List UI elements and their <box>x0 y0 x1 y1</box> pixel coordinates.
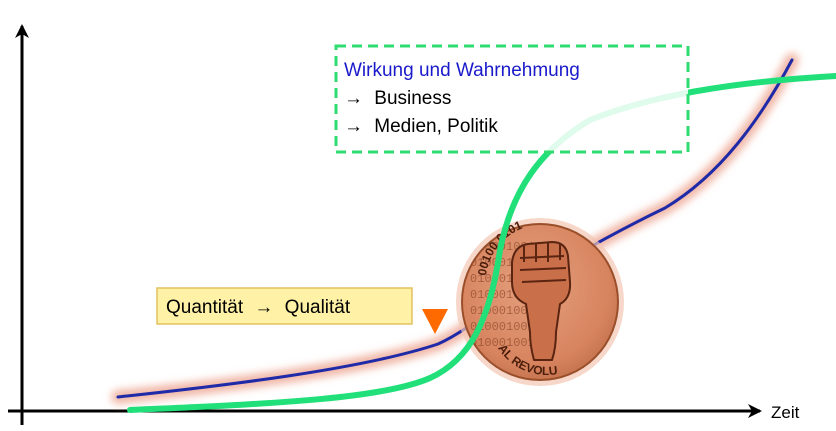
callout-left-text: Quantität <box>166 297 244 318</box>
coin-binary-line: 0100010010 <box>470 336 542 350</box>
raised-fist-icon <box>511 241 572 361</box>
arrow-icon: → <box>254 297 273 318</box>
callout-right-text: Qualität <box>285 297 351 318</box>
impact-box-item: → Business <box>344 88 451 109</box>
arrow-icon: → <box>344 116 363 137</box>
quality-callout-text: Quantität → Qualität <box>166 297 351 318</box>
impact-box-item-label: Medien, Politik <box>374 116 498 137</box>
impact-box-item: → Medien, Politik <box>344 116 498 137</box>
quality-callout <box>156 287 413 325</box>
impact-box <box>334 44 690 154</box>
impact-box-item-label: Business <box>374 88 451 109</box>
impact-box-title: Wirkung und Wahrnehmung <box>344 60 580 81</box>
digital-revolution-coin: 0100010010 0100010010 0100010010 0100010… <box>456 218 624 386</box>
coin-binary-line: 0100010010 <box>470 320 542 334</box>
x-axis-label: Zeit <box>771 403 800 422</box>
tipping-point-marker-icon <box>422 309 448 334</box>
arrow-icon: → <box>344 88 363 109</box>
